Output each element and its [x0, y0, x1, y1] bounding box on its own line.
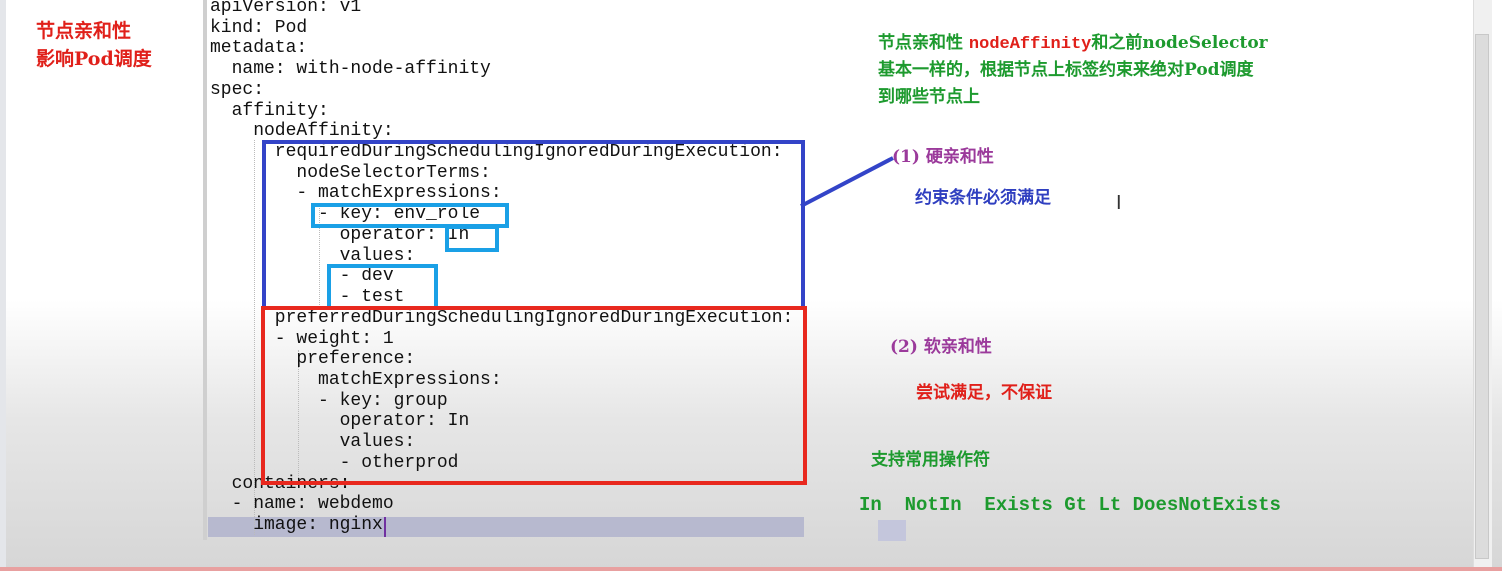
- soft-affinity-title: (2) 软亲和性: [890, 337, 992, 357]
- code-line[interactable]: preference:: [210, 349, 416, 370]
- text-selection: [878, 520, 906, 541]
- code-line[interactable]: - key: env_role: [210, 204, 481, 225]
- indent-guide: [298, 350, 299, 480]
- code-line[interactable]: - test: [210, 287, 405, 308]
- required-affinity-box: [262, 140, 805, 310]
- soft-affinity-desc: 尝试满足，不保证: [916, 383, 1052, 403]
- code-line[interactable]: values:: [210, 245, 416, 266]
- hard-affinity-title: (1) 硬亲和性: [892, 147, 994, 167]
- code-line[interactable]: - dev: [210, 266, 394, 287]
- intro-text-c: 和之前nodeSelector: [1091, 33, 1268, 53]
- hard-affinity-desc: 约束条件必须满足: [915, 188, 1051, 208]
- code-line[interactable]: operator: In: [210, 411, 470, 432]
- bottom-border: [0, 567, 1502, 571]
- code-line[interactable]: matchExpressions:: [210, 369, 502, 390]
- code-line[interactable]: image: nginx: [210, 514, 383, 535]
- code-line[interactable]: - otherprod: [210, 452, 459, 473]
- code-line[interactable]: nodeAffinity:: [210, 121, 394, 142]
- operators-title: 支持常用操作符: [871, 450, 990, 470]
- code-line[interactable]: - weight: 1: [210, 328, 394, 349]
- operator-highlight-box: [445, 225, 499, 252]
- values-highlight-box: [327, 264, 438, 306]
- mouse-ibeam-cursor: I: [1116, 192, 1122, 214]
- code-line[interactable]: kind: Pod: [210, 17, 308, 38]
- code-line[interactable]: name: with-node-affinity: [210, 59, 491, 80]
- code-line[interactable]: - key: group: [210, 390, 448, 411]
- intro-line3: 到哪些节点上: [878, 87, 980, 107]
- code-line[interactable]: - matchExpressions:: [210, 183, 502, 204]
- window-edge: [0, 0, 6, 571]
- code-line[interactable]: requiredDuringSchedulingIgnoredDuringExe…: [210, 142, 783, 163]
- code-line[interactable]: values:: [210, 432, 416, 453]
- operators-list: In NotIn Exists Gt Lt DoesNotExists: [859, 494, 1281, 516]
- code-line[interactable]: metadata:: [210, 38, 308, 59]
- indent-guide: [319, 205, 320, 305]
- text-caret: [384, 517, 386, 537]
- editor-gutter-divider: [203, 0, 207, 540]
- code-line[interactable]: operator: In: [210, 224, 470, 245]
- code-line[interactable]: nodeSelectorTerms:: [210, 162, 491, 183]
- intro-node-affinity: nodeAffinity: [968, 35, 1092, 54]
- code-line[interactable]: apiVersion: v1: [210, 0, 362, 17]
- side-title-line1: 节点亲和性: [36, 20, 132, 42]
- key-highlight-box: [311, 203, 509, 228]
- indent-guide: [254, 140, 255, 535]
- preferred-affinity-box: [261, 306, 807, 485]
- intro-text-a: 节点亲和性: [878, 33, 969, 53]
- code-line[interactable]: - name: webdemo: [210, 494, 394, 515]
- current-line-highlight: [208, 517, 804, 537]
- code-line[interactable]: spec:: [210, 79, 265, 100]
- code-line[interactable]: affinity:: [210, 100, 329, 121]
- intro-line2: 基本一样的，根据节点上标签约束来绝对Pod调度: [878, 60, 1254, 80]
- side-title-line2: 影响Pod调度: [36, 48, 152, 70]
- scrollbar-thumb[interactable]: [1475, 34, 1489, 559]
- code-line[interactable]: preferredDuringSchedulingIgnoredDuringEx…: [210, 307, 794, 328]
- intro-line1: 节点亲和性 nodeAffinity和之前nodeSelector: [878, 33, 1268, 54]
